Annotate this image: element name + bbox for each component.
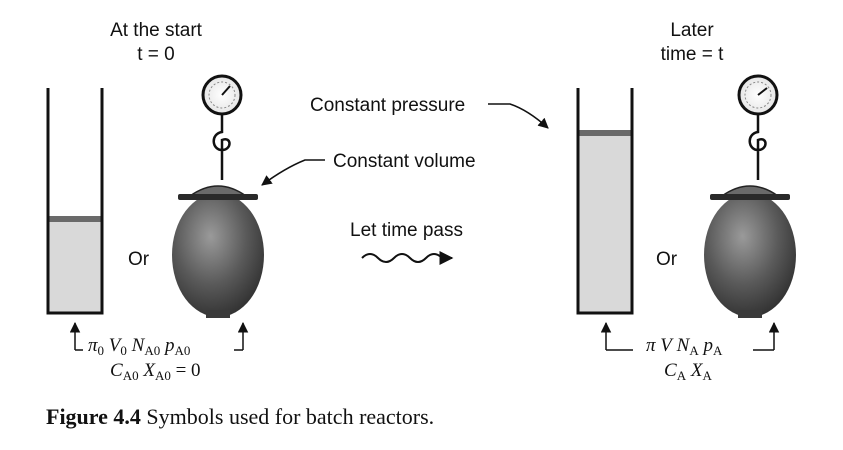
left-constant-volume-vessel	[172, 74, 264, 318]
right-sym-X: X	[690, 360, 704, 381]
right-or-label: Or	[656, 249, 678, 270]
left-sym-C-sub: A0	[123, 368, 139, 383]
right-cylinder-liquid	[578, 136, 632, 313]
right-sym-N: N	[676, 335, 691, 356]
right-piston-cylinder	[576, 88, 634, 315]
right-vessel-body	[704, 193, 796, 317]
left-sym-N-sub: A0	[144, 343, 160, 358]
right-vessel-neck	[738, 310, 762, 318]
left-piston	[48, 216, 102, 222]
right-sym-X-sub: A	[702, 368, 712, 383]
left-gauge-dial	[208, 81, 236, 109]
left-sym-X: X	[142, 360, 156, 381]
left-sym-p-sub: A0	[174, 343, 190, 358]
left-sym-p: p	[163, 335, 175, 356]
left-piston-cylinder	[46, 88, 104, 315]
left-sym-equals-zero: = 0	[176, 360, 201, 381]
right-gauge-dial	[744, 81, 772, 109]
left-gauge-needle	[221, 85, 231, 96]
right-sym-pi: π	[646, 335, 656, 356]
left-gauge-stem	[212, 115, 231, 180]
wavy-arrow-icon	[361, 251, 454, 265]
left-sym-pi: π	[88, 335, 98, 356]
right-gauge-needle	[757, 87, 768, 96]
right-piston	[578, 130, 632, 136]
left-sym-V: V	[109, 335, 123, 356]
right-vessel-flange	[710, 194, 790, 200]
right-sym-p-sub: A	[713, 343, 723, 358]
left-sym-N: N	[131, 335, 146, 356]
left-symbol-bracket	[69, 321, 249, 351]
left-time-label: t = 0	[137, 44, 175, 65]
left-cylinder-walls	[46, 88, 104, 315]
constant-volume-arrow	[261, 159, 325, 186]
left-vessel-neck	[206, 310, 230, 318]
right-symbol-row-2: CA XA	[664, 360, 712, 383]
left-sym-C: C	[110, 360, 123, 381]
left-cylinder-liquid	[48, 222, 102, 313]
figure-caption-label: Figure 4.4	[46, 404, 141, 429]
right-sym-C-sub: A	[677, 368, 687, 383]
let-time-pass-label: Let time pass	[350, 220, 463, 241]
right-symbol-row-1: π V NA pA	[646, 335, 723, 358]
right-gauge-stem	[748, 115, 767, 180]
left-sym-X-sub: A0	[155, 368, 171, 383]
right-heading: Later	[670, 20, 714, 41]
figure-caption-text: Symbols used for batch reactors.	[146, 404, 434, 429]
left-symbol-row-1: π0 V0 NA0 pA0	[88, 335, 190, 358]
right-sym-C: C	[664, 360, 677, 381]
right-cylinder-walls	[576, 88, 634, 315]
left-sym-pi-sub: 0	[98, 343, 105, 358]
left-sym-V-sub: 0	[120, 343, 127, 358]
left-vessel-body	[172, 193, 264, 317]
constant-pressure-arrow	[488, 103, 549, 129]
right-sym-p: p	[701, 335, 713, 356]
constant-volume-label: Constant volume	[333, 151, 476, 172]
right-sym-N-sub: A	[689, 343, 699, 358]
right-sym-V: V	[660, 335, 674, 356]
left-symbol-row-2: CA0 XA0 = 0	[110, 360, 201, 383]
constant-pressure-label: Constant pressure	[310, 95, 465, 116]
left-heading: At the start	[110, 20, 203, 41]
right-time-label: time = t	[661, 44, 725, 65]
left-vessel-flange	[178, 194, 258, 200]
left-or-label: Or	[128, 249, 150, 270]
right-constant-volume-vessel	[704, 74, 796, 318]
right-symbol-bracket	[600, 321, 780, 351]
figure-caption: Figure 4.4 Symbols used for batch reacto…	[46, 404, 434, 429]
